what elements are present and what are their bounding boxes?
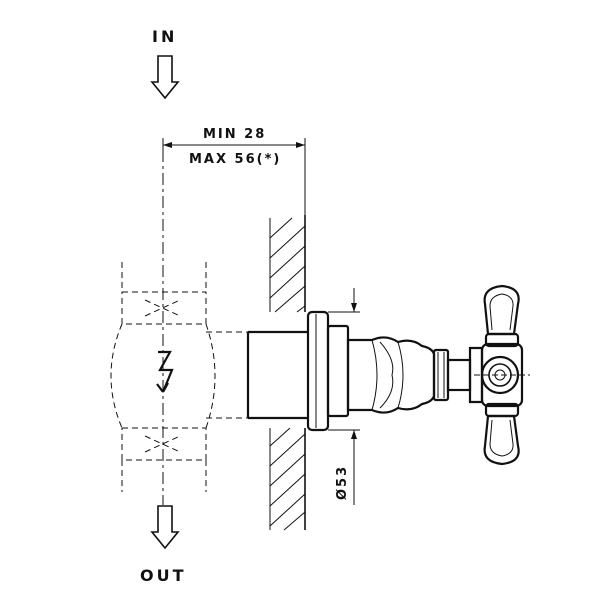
inlet-label: IN bbox=[152, 27, 177, 46]
wall-rosette bbox=[306, 310, 350, 432]
wall-section bbox=[269, 215, 306, 531]
diameter-label: Ø53 bbox=[335, 465, 350, 500]
concealed-valve-body bbox=[110, 262, 248, 492]
outlet-arrow-icon bbox=[150, 505, 180, 550]
depth-dimension bbox=[162, 138, 306, 215]
inlet-arrow-icon bbox=[150, 55, 180, 100]
handle-lever-top bbox=[483, 284, 520, 336]
handle-lever-bottom bbox=[483, 414, 520, 466]
cross-handle bbox=[468, 284, 530, 466]
outlet-label: OUT bbox=[140, 566, 187, 585]
flow-direction-icon bbox=[156, 350, 174, 393]
diameter-dimension bbox=[328, 288, 360, 505]
spindle-sleeve bbox=[246, 330, 308, 420]
max-depth-label: MAX 56(*) bbox=[189, 152, 281, 167]
min-depth-label: MIN 28 bbox=[203, 127, 266, 142]
valve-bonnet bbox=[346, 336, 472, 414]
